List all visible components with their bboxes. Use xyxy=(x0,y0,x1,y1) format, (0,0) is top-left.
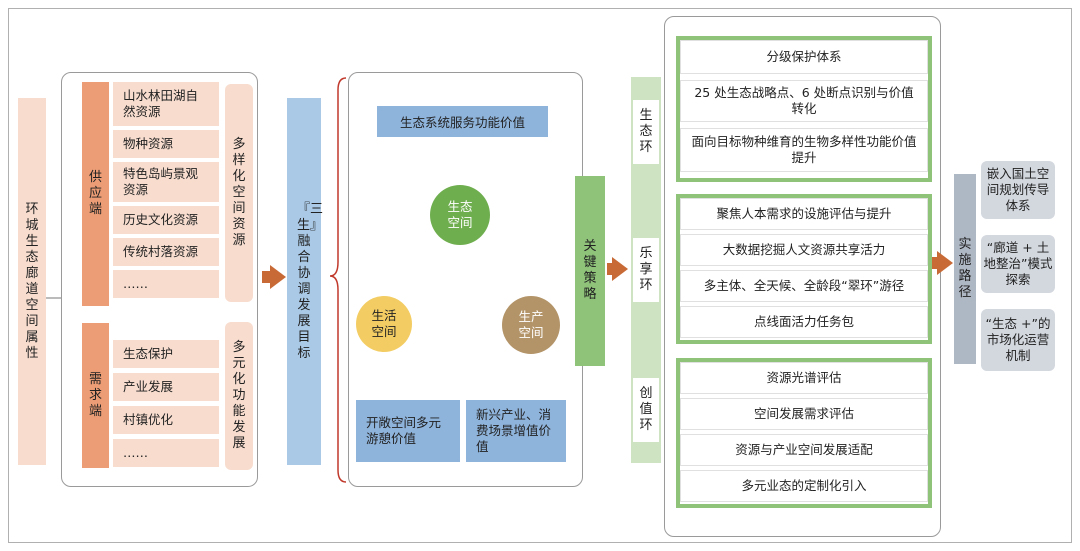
production-space-circle: 生产空间 xyxy=(502,296,560,354)
path-label: 实施路径 xyxy=(958,237,972,300)
leisure-ring-item: 多主体、全天候、全龄段“翠环”游径 xyxy=(680,270,928,302)
supply-items: 山水林田湖自然资源 物种资源 特色岛屿景观资源 历史文化资源 传统村落资源 …… xyxy=(113,82,219,298)
leisure-ring-item: 点线面活力任务包 xyxy=(680,306,928,338)
flow-arrow-2-stem xyxy=(607,263,613,275)
root-label: 环城生态廊道空间属性 xyxy=(25,201,39,361)
root-node: 环城生态廊道空间属性 xyxy=(18,98,46,465)
demand-summary: 多元化功能发展 xyxy=(225,322,253,470)
demand-item: 生态保护 xyxy=(113,340,219,368)
ring-label-eco: 生态环 xyxy=(633,100,659,164)
goal-label: 『三生』融合协调发展目标 xyxy=(297,201,324,361)
demand-label: 需求端 xyxy=(88,371,102,419)
flow-arrow-1 xyxy=(270,265,286,289)
industry-value-box: 新兴产业、消费场景增值价值 xyxy=(466,400,566,462)
flow-arrow-3 xyxy=(937,251,953,275)
flow-arrow-3-stem xyxy=(932,257,938,269)
ring-label-value: 创值环 xyxy=(633,378,659,442)
life-space-circle: 生活空间 xyxy=(356,296,412,352)
path-item: 嵌入国土空间规划传导体系 xyxy=(981,161,1055,219)
path-item: “廊道 + 土地整治”模式探索 xyxy=(981,235,1055,293)
recreation-value-box: 开敞空间多元游憩价值 xyxy=(356,400,460,462)
flow-arrow-2 xyxy=(612,257,628,281)
goal-node: 『三生』融合协调发展目标 xyxy=(287,98,324,465)
ecosystem-value-box: 生态系统服务功能价值 xyxy=(377,106,548,137)
demand-item: 产业发展 xyxy=(113,373,219,401)
demand-items: 生态保护 产业发展 村镇优化 …… xyxy=(113,340,219,467)
supply-item: 物种资源 xyxy=(113,130,219,158)
demand-item: 村镇优化 xyxy=(113,406,219,434)
supply-label: 供应端 xyxy=(88,170,102,217)
strategy-node: 关键策略 xyxy=(575,176,605,366)
flow-arrow-1-stem xyxy=(262,271,270,283)
red-brace xyxy=(329,77,347,483)
supply-summary: 多样化空间资源 xyxy=(225,84,253,302)
eco-ring-item: 分级保护体系 xyxy=(680,40,928,74)
value-ring-item: 多元业态的定制化引入 xyxy=(680,470,928,502)
supply-item: 传统村落资源 xyxy=(113,238,219,266)
path-node: 实施路径 xyxy=(954,174,976,364)
value-ring-item: 资源与产业空间发展适配 xyxy=(680,434,928,466)
ring-label-leisure: 乐享环 xyxy=(633,238,659,302)
eco-space-circle: 生态空间 xyxy=(430,185,490,245)
supply-node: 供应端 xyxy=(82,82,109,306)
supply-item: …… xyxy=(113,270,219,298)
eco-ring-item: 25 处生态战略点、6 处断点识别与价值转化 xyxy=(680,80,928,122)
supply-item: 特色岛屿景观资源 xyxy=(113,162,219,202)
leisure-ring-item: 大数据挖掘人文资源共享活力 xyxy=(680,234,928,266)
supply-item: 历史文化资源 xyxy=(113,206,219,234)
leisure-ring-item: 聚焦人本需求的设施评估与提升 xyxy=(680,198,928,230)
supply-item: 山水林田湖自然资源 xyxy=(113,82,219,126)
value-ring-item: 资源光谱评估 xyxy=(680,362,928,394)
demand-item: …… xyxy=(113,439,219,467)
path-item: “生态 +”的市场化运营机制 xyxy=(981,309,1055,371)
eco-ring-item: 面向目标物种维育的生物多样性功能价值提升 xyxy=(680,128,928,172)
diagram-frame xyxy=(8,8,1072,543)
demand-node: 需求端 xyxy=(82,323,109,468)
value-ring-item: 空间发展需求评估 xyxy=(680,398,928,430)
strategy-label: 关键策略 xyxy=(583,239,597,302)
